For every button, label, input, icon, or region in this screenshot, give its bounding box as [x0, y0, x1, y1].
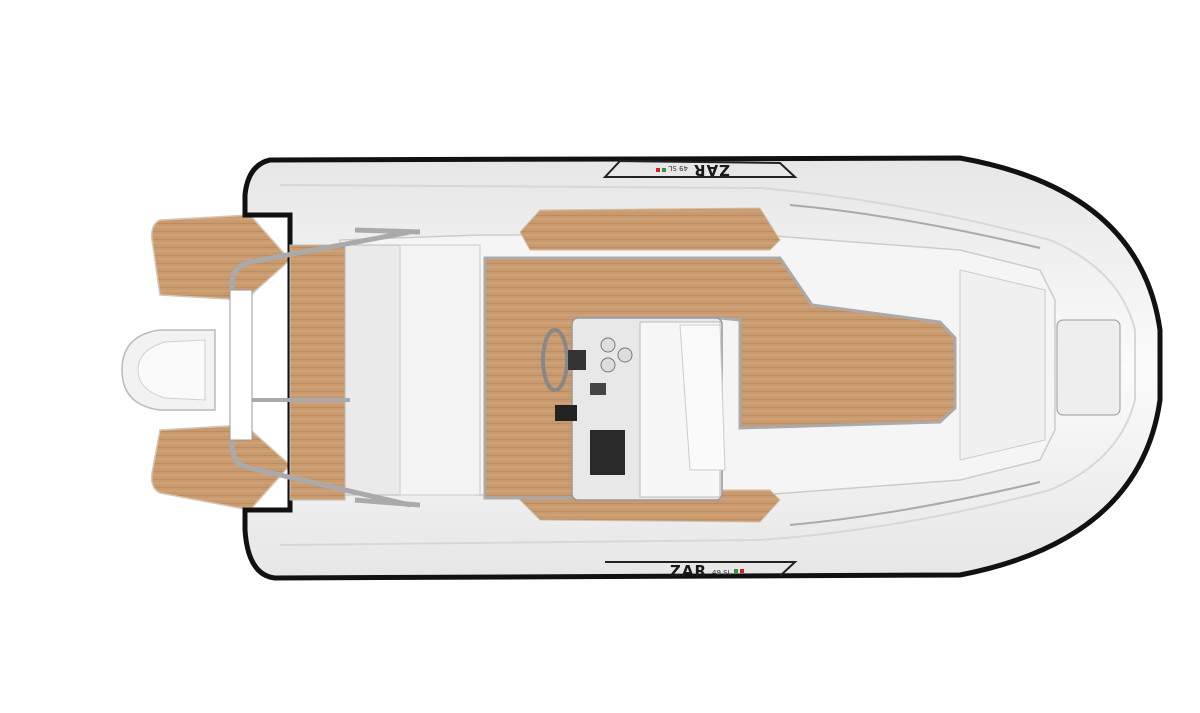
- stern-platform-top: [150, 214, 292, 301]
- outboard-engine: [121, 329, 216, 411]
- stern-platform-bottom: [150, 424, 292, 511]
- svg-text:49 SL: 49 SL: [712, 569, 732, 577]
- hull-logo-bottom: ZAR 49 SL: [605, 561, 798, 580]
- center-console: [541, 317, 726, 501]
- rear-bench: [289, 244, 481, 501]
- steering-wheel-icon: [541, 328, 569, 392]
- svg-text:ZAR: ZAR: [670, 562, 707, 580]
- bow-seat: [959, 269, 1046, 461]
- svg-text:ZAR: ZAR: [693, 161, 730, 179]
- bow-locker: [1056, 319, 1121, 416]
- svg-text:49 SL: 49 SL: [668, 164, 688, 172]
- side-step-top: [519, 207, 781, 251]
- transom-panel: [229, 289, 253, 441]
- hull-logo-top: ZAR 49 SL: [602, 159, 798, 179]
